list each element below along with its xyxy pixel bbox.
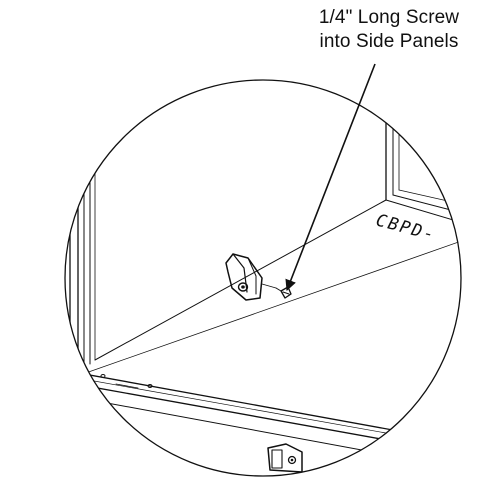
hinge-bracket	[267, 443, 303, 473]
screw	[275, 286, 292, 299]
callout-line-2: into Side Panels	[319, 31, 459, 52]
corner-bracket	[225, 253, 277, 301]
panel-stamp-marking: CBPD-	[374, 211, 438, 246]
bottom-rail	[65, 369, 461, 471]
magnifier-circle	[64, 79, 462, 477]
left-side-panel	[69, 85, 96, 373]
back-panel-edges	[79, 199, 461, 376]
callout-leader-arrow	[285, 63, 376, 292]
callout-line-1: 1/4" Long Screw	[318, 7, 460, 28]
screw-callout-label: 1/4" Long Screw into Side Panels	[300, 6, 478, 54]
